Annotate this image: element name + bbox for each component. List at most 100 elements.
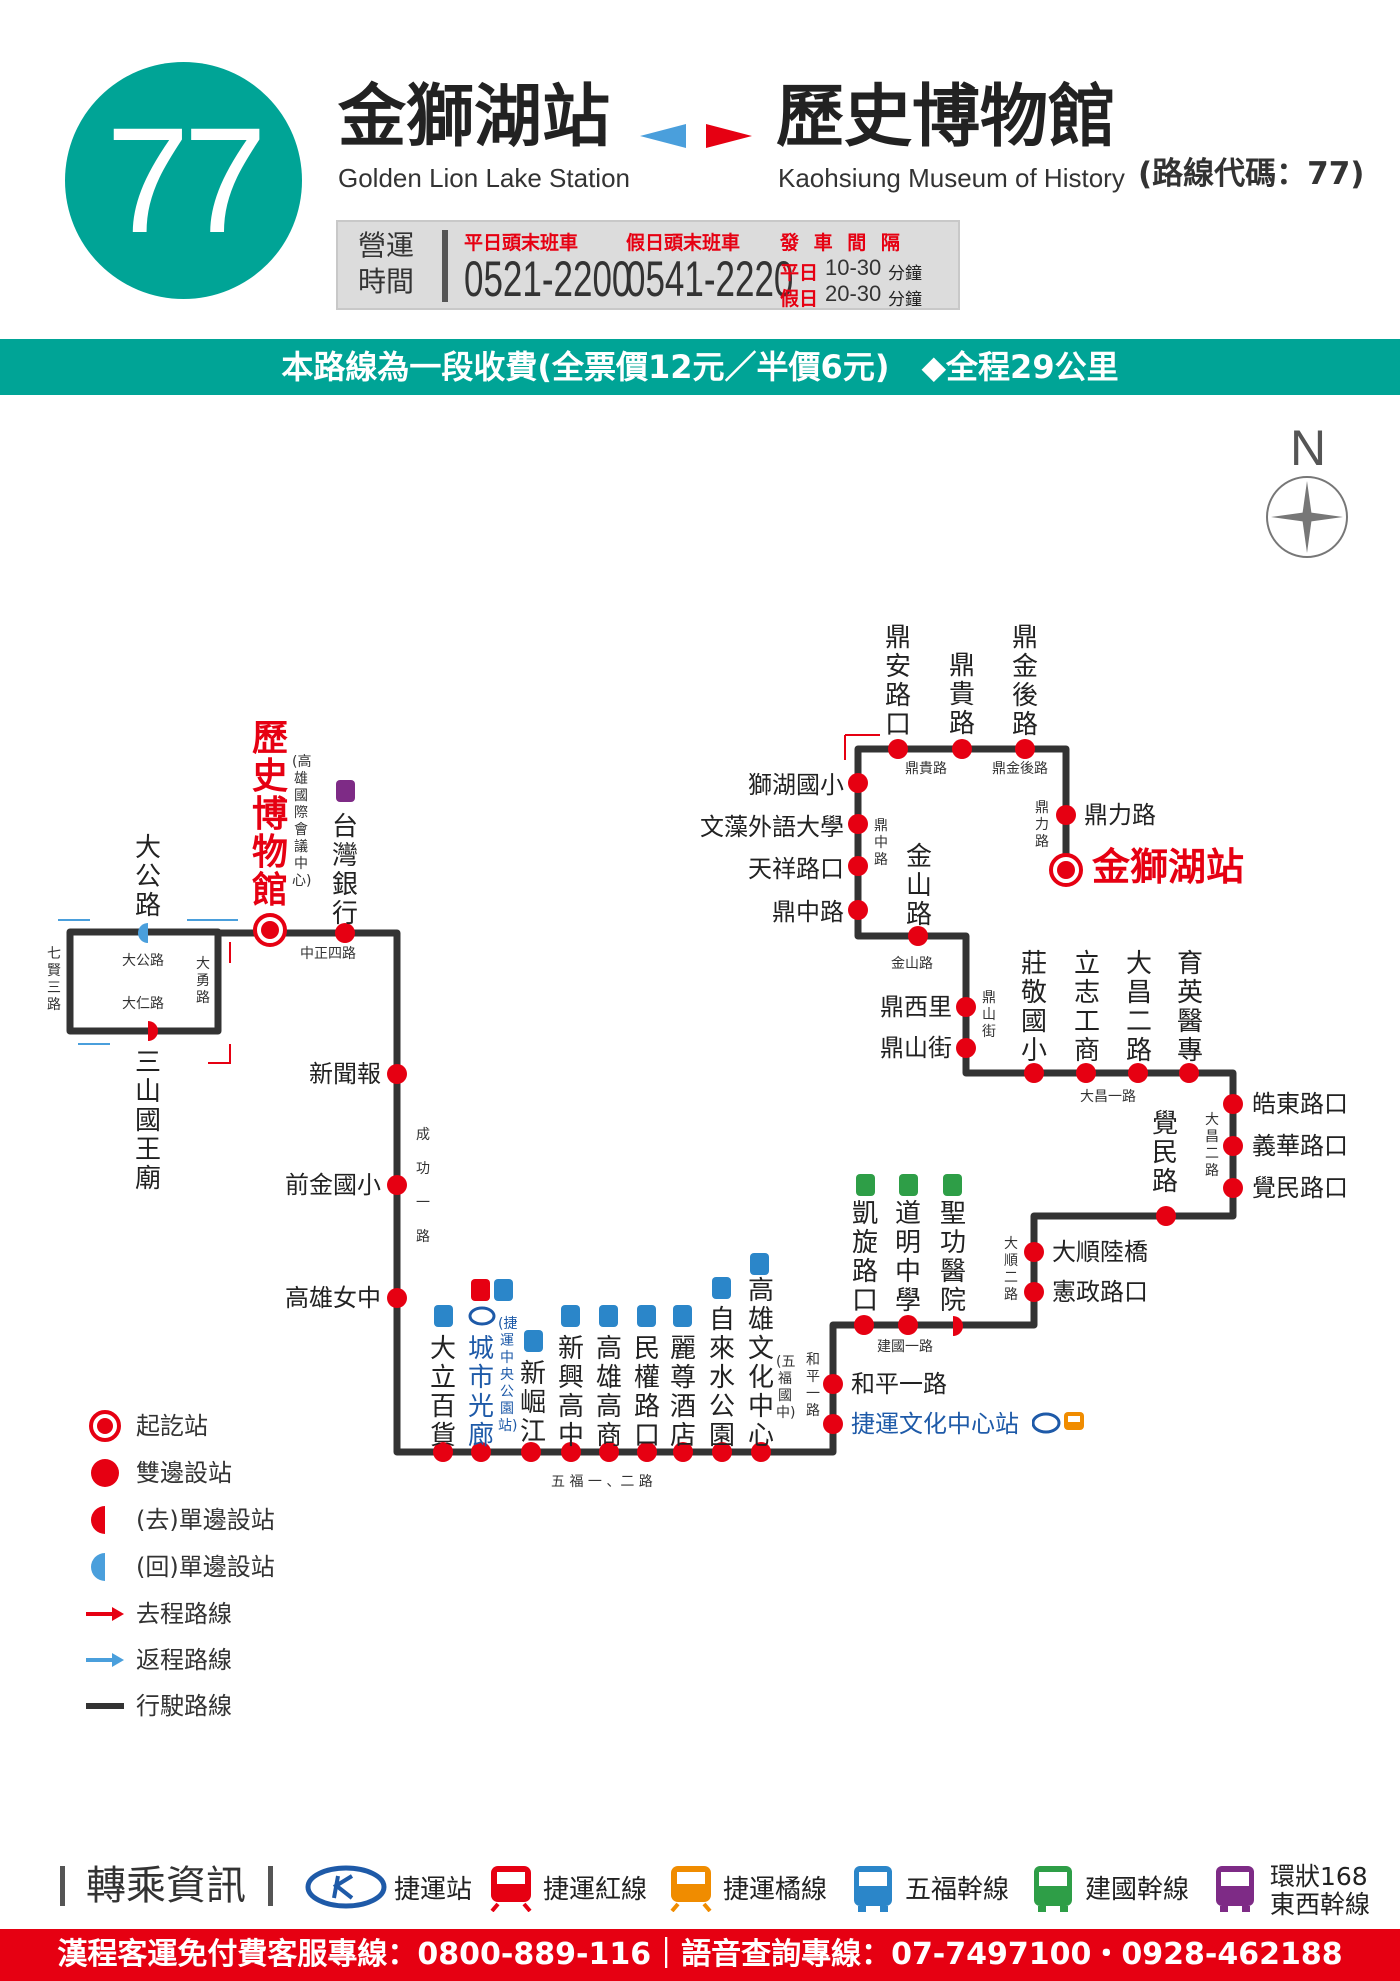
- interval-label: 發 車 間 隔: [780, 232, 904, 254]
- one-side-stop-marker: [953, 1316, 963, 1336]
- origin-terminal-english: Golden Lion Lake Station: [338, 163, 630, 193]
- stop-sanshan: 三山國王廟: [134, 1048, 161, 1194]
- stop-dingshan: 鼎山街: [880, 1034, 952, 1062]
- weekday-label: 平日頭末班車: [464, 232, 579, 254]
- legend-return-arrow-icon: [86, 1653, 124, 1667]
- road-dagong: 大公路: [122, 953, 164, 969]
- legend-return-route: 返程路線: [136, 1646, 232, 1674]
- stop-marker: [433, 1442, 453, 1462]
- stop-marker: [599, 1442, 619, 1462]
- stop-marker: [387, 1064, 407, 1084]
- route-stops: [138, 739, 1243, 1462]
- jianguo-line-icons: [856, 1174, 962, 1196]
- stop-heping: 和平一路: [851, 1370, 947, 1398]
- road-dingzhong: 鼎中路: [874, 818, 888, 868]
- hours-divider: [442, 230, 448, 302]
- road-jianguo: 建國一路: [877, 1339, 933, 1355]
- road-daren: 大仁路: [122, 996, 164, 1012]
- stop-marker: [888, 739, 908, 759]
- wufu-line-icons: [434, 1253, 769, 1352]
- route-number-badge: 77: [65, 62, 302, 299]
- stop-culture-center: 高雄文化中心: [747, 1276, 774, 1451]
- stop-marker: [823, 1374, 843, 1394]
- stop-zhuangjing: 莊敬國小: [1020, 949, 1047, 1066]
- stop-marker: [637, 1442, 657, 1462]
- mrt-orange-line-icon: [670, 1866, 712, 1912]
- road-dingshan: 鼎山街: [982, 990, 996, 1040]
- transfer-bar-left: [60, 1866, 65, 1906]
- one-side-stop-marker: [138, 923, 148, 943]
- stop-marker: [898, 1315, 918, 1335]
- stop-water-park: 自來水公園: [708, 1305, 735, 1451]
- stop-marker: [751, 1442, 771, 1462]
- stop-kaixuan: 凱旋路口: [851, 1199, 878, 1316]
- road-dingli: 鼎力路: [1035, 800, 1049, 850]
- stop-tianxiang: 天祥路口: [748, 855, 844, 883]
- stop-minquan: 民權路口: [633, 1334, 660, 1451]
- stop-marker: [1128, 1063, 1148, 1083]
- road-dachang2: 大昌二路: [1205, 1112, 1219, 1179]
- stop-city-glow: 城市光廊: [467, 1334, 494, 1451]
- transfer-loop-168: 環狀168: [1270, 1862, 1368, 1891]
- transfer-icons-cultural: [1032, 1412, 1084, 1434]
- transfer-wufu-line: 五福幹線: [905, 1875, 1010, 1905]
- hours-label-line1: 營運: [358, 229, 415, 262]
- route-code: (路線代碼：77): [1138, 156, 1365, 192]
- loop-168-bus-icon: [1216, 1866, 1254, 1912]
- transfer-east-west-line: 東西幹線: [1270, 1890, 1371, 1919]
- stop-xinxing: 新興高中: [557, 1334, 584, 1451]
- destination-terminal-name: 歷史博物館: [776, 78, 1117, 157]
- road-dingjinhou: 鼎金後路: [992, 761, 1048, 777]
- legend-route-line: 行駛路線: [136, 1692, 232, 1720]
- terminal-stop-core: [1057, 861, 1075, 879]
- stop-marker: [387, 1288, 407, 1308]
- stop-lizun: 麗尊酒店: [669, 1334, 696, 1451]
- stop-marker: [854, 1315, 874, 1335]
- stop-marker: [712, 1442, 732, 1462]
- road-wufu: 五 福 一 、二 路: [551, 1474, 653, 1490]
- holiday-interval-unit: 分鐘: [888, 290, 922, 310]
- compass-rose-icon: [1266, 476, 1348, 558]
- legend-return-side-icon: [91, 1553, 105, 1581]
- end-terminal-note: (高雄國際會議中心): [292, 754, 312, 889]
- road-chenggong: 成功一路: [416, 1127, 430, 1245]
- stop-xinjue: 新崛江: [519, 1359, 546, 1447]
- mrt-station-icon: [1032, 1412, 1061, 1434]
- stop-girls-high: 高雄女中: [285, 1284, 381, 1312]
- mrt-logo-icon: [305, 1865, 387, 1909]
- stop-dachang: 大昌二路: [1125, 949, 1152, 1066]
- legend-both-side-icon: [91, 1459, 119, 1487]
- stop-shenggong: 聖功醫院: [939, 1199, 966, 1316]
- stop-culture-center-note: (五福國中): [776, 1354, 796, 1421]
- stop-yuying: 育英醫專: [1176, 949, 1203, 1066]
- legend-outbound-arrow-icon: [86, 1607, 124, 1621]
- legend-outbound-side: (去)單邊設站: [136, 1506, 275, 1534]
- stop-marker: [1156, 1206, 1176, 1226]
- stop-commerce: 高雄高商: [595, 1334, 622, 1451]
- stop-marker: [848, 773, 868, 793]
- legend-return-side: (回)單邊設站: [136, 1553, 275, 1581]
- stop-dinggui: 鼎貴路: [948, 651, 975, 739]
- destination-terminal-english: Kaohsiung Museum of History: [778, 163, 1125, 193]
- origin-terminal-name: 金獅湖站: [338, 78, 611, 157]
- fare-banner: 本路線為一段收費(全票價12元／半價6元) ◆全程29公里: [0, 339, 1400, 395]
- stop-city-glow-note: (捷運中央公園站): [498, 1316, 518, 1434]
- road-zhongzheng: 中正四路: [300, 946, 356, 962]
- transfer-bar-right: [268, 1866, 273, 1906]
- stop-mrt-cultural: 捷運文化中心站: [851, 1410, 1019, 1438]
- stop-juemin: 覺民路: [1151, 1109, 1178, 1197]
- start-terminal-label: 金獅湖站: [1092, 845, 1245, 889]
- stop-marker: [848, 856, 868, 876]
- holiday-time: 0541-2220: [626, 251, 794, 307]
- stop-marker: [673, 1442, 693, 1462]
- stop-marker: [956, 1038, 976, 1058]
- stop-marker: [952, 739, 972, 759]
- road-dinggui: 鼎貴路: [905, 761, 947, 777]
- road-heping: 和平一路: [806, 1352, 820, 1419]
- direction-arrows-icon: [640, 124, 752, 148]
- stop-marker: [823, 1414, 843, 1434]
- stop-dingan: 鼎安路口: [884, 623, 911, 740]
- stop-marker: [1223, 1136, 1243, 1156]
- road-jinshan: 金山路: [891, 956, 933, 972]
